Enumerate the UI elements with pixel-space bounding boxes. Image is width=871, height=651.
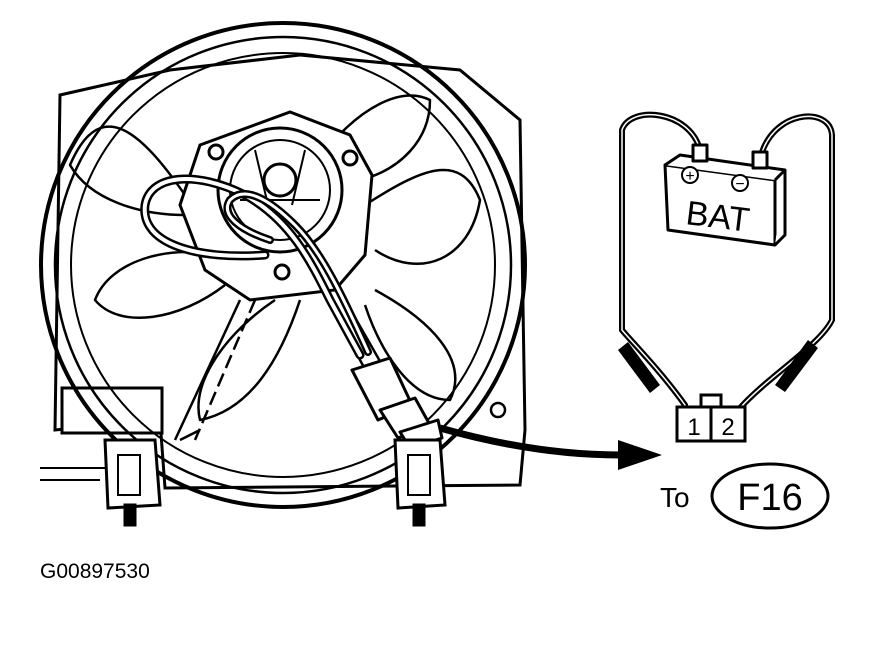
fan-blades — [68, 94, 482, 422]
battery — [663, 143, 787, 247]
motor-harness — [140, 174, 372, 360]
mount-hole-left — [207, 143, 225, 161]
fan-ring — [39, 21, 527, 509]
pointer-arrow — [439, 424, 662, 470]
test-connector — [675, 393, 747, 443]
battery-terminal-negative — [751, 150, 769, 170]
connector-ref-ellipse — [710, 462, 830, 530]
motor-shaft — [262, 162, 298, 198]
mount-hole-right — [341, 149, 359, 167]
wire-negative-inner — [739, 115, 833, 409]
battery-negative-symbol: − — [735, 176, 744, 193]
connector-pin-2: 2 — [721, 414, 734, 441]
mount-hole-bottom — [273, 263, 291, 281]
mount-bracket-left — [103, 438, 162, 527]
battery-positive-symbol: + — [685, 168, 694, 185]
connector-pin-2-cell — [709, 405, 747, 443]
connector-ref-label: F16 — [737, 477, 802, 519]
battery-terminal-positive — [691, 143, 709, 163]
fuse-left — [618, 342, 660, 393]
figure-id: G00897530 — [40, 560, 150, 583]
test-circuit: + − BAT 1 2 — [618, 111, 835, 443]
connector-pin-1-cell — [675, 405, 713, 443]
wire-positive-inner — [621, 113, 701, 408]
connector-pin-1: 1 — [687, 414, 700, 441]
mount-bracket-right — [393, 438, 447, 527]
battery-label: BAT — [684, 194, 752, 239]
shroud-mount-hole — [489, 401, 507, 419]
fuse-right — [775, 340, 818, 392]
to-label: To — [660, 482, 690, 513]
